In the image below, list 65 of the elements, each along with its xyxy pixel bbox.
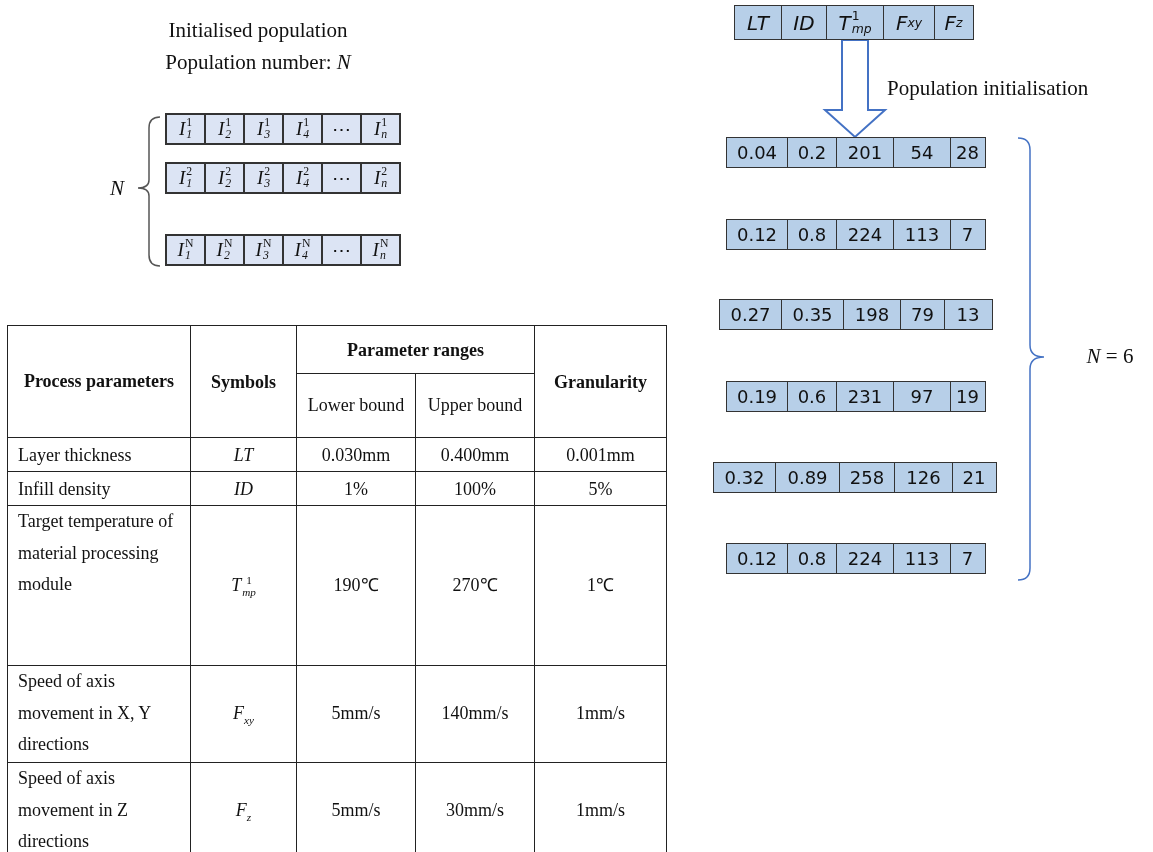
parameter-cell: 28 (949, 137, 986, 168)
block-arrow (822, 39, 888, 139)
population-size-symbol: N (110, 176, 124, 201)
title-text: Initialised population (168, 18, 348, 43)
parameter-cell: 113 (893, 543, 951, 574)
parameter-cell: 21 (951, 462, 997, 493)
parameter-cell: 231 (835, 381, 895, 412)
parameter-cell: 0.32 (712, 462, 777, 493)
table-cell: Infill density (7, 471, 191, 506)
subtitle-text: Population number: N (165, 50, 351, 75)
table-cell: 0.400mm (415, 437, 535, 472)
parameter-cell: 201 (835, 137, 895, 168)
table-cell: Lower bound (296, 373, 416, 438)
parameter-cell: 0.8 (787, 543, 837, 574)
parameter-cell: 198 (842, 299, 902, 330)
table-cell: 1℃ (534, 505, 667, 666)
table-cell: 5mm/s (296, 665, 416, 763)
table-cell: 270℃ (415, 505, 535, 666)
parameter-cell: 0.89 (775, 462, 840, 493)
parameter-cell: 7 (949, 219, 986, 250)
table-cell: LT (190, 437, 297, 472)
gene-cell: ⋯ (321, 113, 362, 145)
gene-cell: ⋯ (321, 162, 362, 194)
table-header-cell: Granularity (534, 325, 667, 438)
parameter-cell: 7 (949, 543, 986, 574)
parameter-cell: 126 (894, 462, 953, 493)
parameter-cell: 79 (900, 299, 945, 330)
table-cell: 1% (296, 471, 416, 506)
parameter-cell: 0.8 (787, 219, 837, 250)
table-cell: 100% (415, 471, 535, 506)
parameter-cell: 224 (835, 219, 895, 250)
parameter-cell: 0.12 (725, 543, 789, 574)
parameter-cell: 97 (893, 381, 951, 412)
population-size-label: N = 6 (1086, 344, 1134, 369)
parameter-cell: ID (781, 5, 827, 40)
parameter-cell: 258 (838, 462, 896, 493)
table-cell: 1mm/s (534, 665, 667, 763)
parameter-cell: 0.19 (725, 381, 789, 412)
table-header-cell: Parameter ranges (296, 325, 535, 374)
table-cell: Speed of axis movement in X, Y directions (7, 665, 191, 763)
gene-cell: ⋯ (321, 234, 362, 266)
table-cell: Speed of axis movement in Z directions (7, 762, 191, 852)
table-cell: Target temperature of material processing module (7, 505, 191, 666)
parameter-cell: 13 (943, 299, 993, 330)
table-cell: ID (190, 471, 297, 506)
parameter-cell: 224 (835, 543, 895, 574)
parameter-cell: 0.27 (718, 299, 783, 330)
table-cell: Layer thickness (7, 437, 191, 472)
parameter-cell: 0.35 (781, 299, 844, 330)
table-cell: 0.030mm (296, 437, 416, 472)
table-header-cell: Process parameters (7, 325, 191, 438)
table-cell: 140mm/s (415, 665, 535, 763)
parameter-cell: 0.04 (725, 137, 789, 168)
parameter-cell: 54 (893, 137, 951, 168)
table-cell: 190℃ (296, 505, 416, 666)
parameter-cell: 0.2 (787, 137, 837, 168)
table-header-cell: Symbols (190, 325, 297, 438)
parameter-cell: LT (733, 5, 783, 40)
parameter-cell: 113 (893, 219, 951, 250)
parameter-cell: 0.12 (725, 219, 789, 250)
table-cell: 0.001mm (534, 437, 667, 472)
parameter-cell: 19 (949, 381, 986, 412)
parameter-cell: 0.6 (787, 381, 837, 412)
table-cell: F$_{xy}$ (190, 665, 297, 763)
table-cell: 5% (534, 471, 667, 506)
